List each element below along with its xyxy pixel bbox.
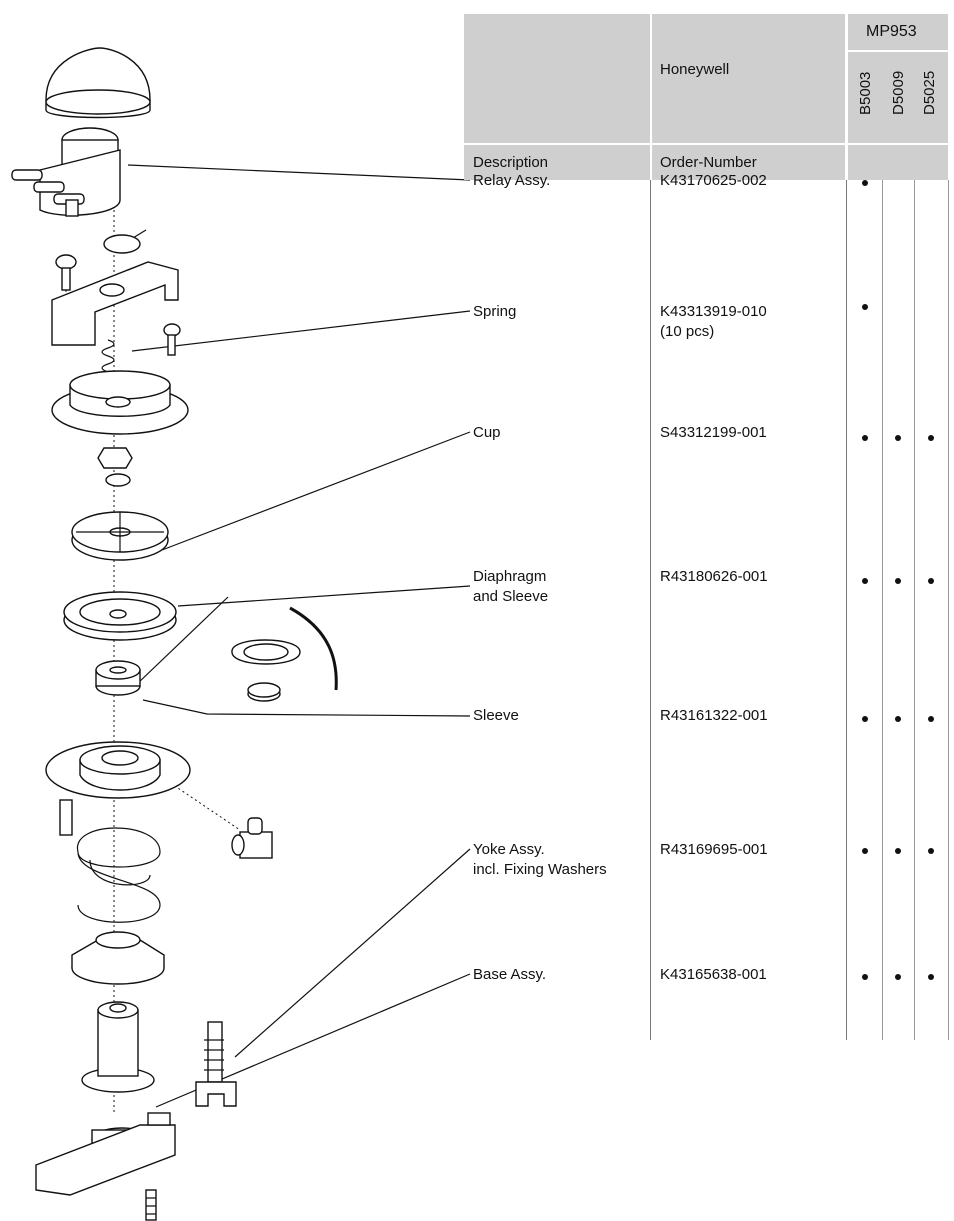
- row-sleeve-description: Sleeve: [473, 707, 519, 724]
- yoke-part: [207, 1021, 223, 1083]
- row-relay-mark-b5003: [862, 180, 868, 186]
- row-cup-description: Cup: [473, 424, 501, 441]
- relay-nipple-2: [33, 181, 65, 193]
- leader-diaphragm-sleeve: [136, 596, 229, 685]
- row-yoke-mark-d5025: [928, 848, 934, 854]
- nut: [97, 447, 133, 469]
- leader-spring: [131, 310, 471, 352]
- row-cup-mark-b5003: [862, 435, 868, 441]
- base-screw: [145, 1189, 157, 1221]
- row-sleeve-mark-d5009: [895, 716, 901, 722]
- row-base-mark-d5025: [928, 974, 934, 980]
- washer: [105, 473, 131, 487]
- order-number-column-header: Order-Number: [660, 154, 757, 171]
- leader-relay: [127, 164, 471, 181]
- row-cup-mark-d5009: [895, 435, 901, 441]
- leader-cup: [161, 431, 471, 551]
- main-spring: [77, 827, 161, 923]
- row-diaphragm-order-number: R43180626-001: [660, 568, 768, 585]
- row-spring-mark-b5003: [862, 304, 868, 310]
- row-yoke-mark-d5009: [895, 848, 901, 854]
- row-cup-mark-d5025: [928, 435, 934, 441]
- elbow-fitting: [239, 831, 273, 859]
- row-diaphragm-mark-b5003: [862, 578, 868, 584]
- row-diaphragm-description: Diaphragm and Sleeve: [473, 568, 549, 605]
- row-yoke-description: Yoke Assy. incl. Fixing Washers: [473, 841, 607, 878]
- screw-right: [163, 323, 181, 337]
- manufacturer-header: Honeywell: [660, 61, 730, 78]
- row-yoke-mark-b5003: [862, 848, 868, 854]
- group-header-mp953: MP953: [866, 23, 917, 40]
- row-sleeve-mark-d5025: [928, 716, 934, 722]
- row-sleeve-mark-b5003: [862, 716, 868, 722]
- sealing-cord: [289, 606, 338, 691]
- model-header-d5025: D5025: [921, 70, 938, 115]
- row-base-order-number: K43165638-001: [660, 966, 767, 983]
- screw-left: [55, 254, 77, 270]
- row-relay-order-number: K43170625-002: [660, 172, 767, 189]
- row-yoke-order-number: R43169695-001: [660, 841, 768, 858]
- model-header-b5003: B5003: [857, 71, 874, 115]
- row-relay-description: Relay Assy.: [473, 172, 551, 189]
- description-column-header: Description: [473, 154, 549, 171]
- leader-sleeve: [142, 699, 471, 717]
- row-base-mark-b5003: [862, 974, 868, 980]
- relay-bracket: [51, 261, 179, 346]
- row-diaphragm-mark-d5025: [928, 578, 934, 584]
- row-spring-description: Spring: [473, 303, 517, 320]
- row-base-description: Base Assy.: [473, 966, 547, 983]
- model-header-d5009: D5009: [890, 70, 907, 115]
- row-spring-order-number: K43313919-010 (10 pcs): [660, 303, 767, 340]
- row-base-mark-d5009: [895, 974, 901, 980]
- row-diaphragm-mark-d5009: [895, 578, 901, 584]
- leader-diaphragm: [177, 585, 471, 607]
- row-cup-order-number: S43312199-001: [660, 424, 767, 441]
- relay-nipple-1: [11, 169, 43, 181]
- row-sleeve-order-number: R43161322-001: [660, 707, 768, 724]
- leader-yoke: [234, 848, 471, 1058]
- seal-plug: [103, 234, 141, 254]
